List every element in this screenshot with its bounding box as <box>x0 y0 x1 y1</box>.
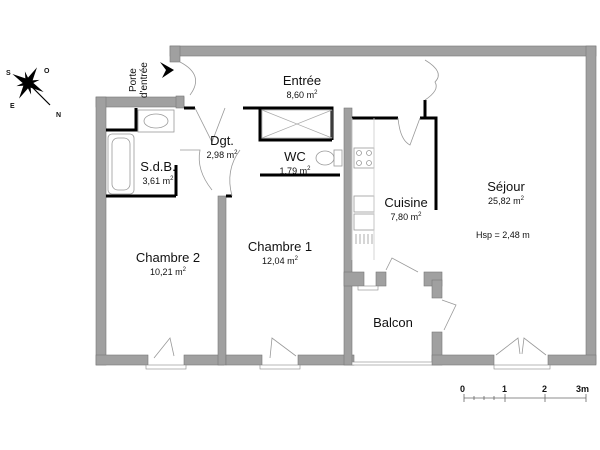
entrance-label-line2: d'entrée <box>139 62 150 98</box>
room-balcon: Balcon <box>373 316 413 330</box>
room-name: WC <box>284 149 306 164</box>
room-chambre1: Chambre 1 12,04 m2 <box>248 240 312 267</box>
room-chambre2: Chambre 2 10,21 m2 <box>136 251 200 278</box>
room-area: 25,82 m2 <box>488 196 524 206</box>
scale-tick-2: 2 <box>542 384 548 394</box>
room-area: 8,60 m2 <box>286 90 318 100</box>
room-name: Chambre 2 <box>135 250 201 265</box>
room-name: Balcon <box>373 315 413 330</box>
room-name: Chambre 1 <box>247 239 313 254</box>
scale-tick-0: 0 <box>460 384 466 394</box>
room-dgt: Dgt. 2,98 m2 <box>207 134 238 161</box>
room-entree: Entrée 8,60 m2 <box>283 74 321 101</box>
room-name: Entrée <box>282 73 322 88</box>
room-area: 3,61 m2 <box>142 176 174 186</box>
room-area: 2,98 m2 <box>206 150 238 160</box>
room-sdb: S.d.B. 3,61 m2 <box>140 160 175 187</box>
room-area: 12,04 m2 <box>262 256 298 266</box>
compass-west-label: O <box>44 68 50 75</box>
room-name: Dgt. <box>210 133 234 148</box>
scale-tick-3: 3m <box>576 384 590 394</box>
room-name: Séjour <box>487 179 525 194</box>
compass-east-label: E <box>10 103 15 110</box>
ceiling-height: Hsp = 2,48 m <box>476 230 530 240</box>
room-wc: WC 1,79 m2 <box>280 150 311 177</box>
room-area: 10,21 m2 <box>150 267 186 277</box>
compass-south-label: S <box>6 70 11 77</box>
scale-tick-1: 1 <box>502 384 508 394</box>
compass-rose-icon <box>12 67 51 106</box>
entrance-door-label: Porte d'entrée <box>128 62 150 98</box>
entrance-arrow-icon <box>160 62 174 78</box>
room-cuisine: Cuisine 7,80 m2 <box>384 196 427 223</box>
room-name: S.d.B. <box>140 159 176 174</box>
room-area: 7,80 m2 <box>390 212 422 222</box>
compass-north-label: N <box>56 112 62 119</box>
room-sejour: Séjour 25,82 m2 <box>487 180 525 207</box>
entrance-label-line1: Porte <box>128 68 139 93</box>
room-area: 1,79 m2 <box>279 166 311 176</box>
room-name: Cuisine <box>384 195 428 210</box>
